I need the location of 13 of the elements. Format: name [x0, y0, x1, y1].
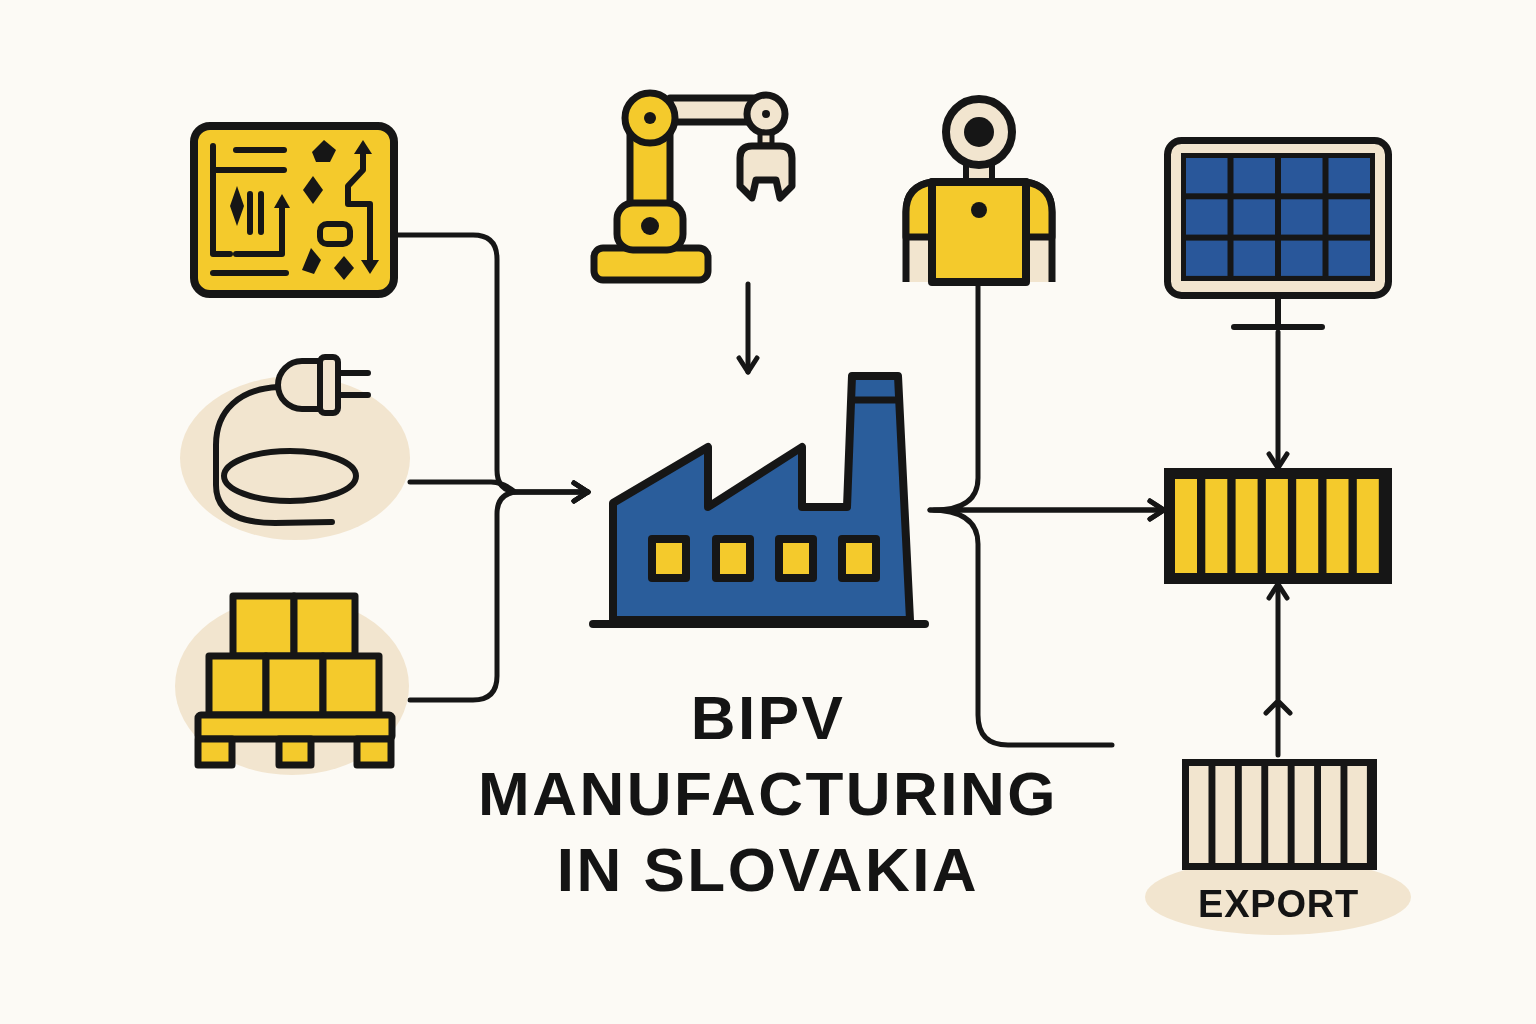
circuit-board-picture	[190, 122, 398, 298]
solar-panel-picture	[1164, 137, 1392, 332]
robot-arm-picture	[590, 90, 796, 284]
worker-picture	[902, 94, 1056, 286]
plug-cable-picture	[180, 355, 410, 540]
arrow	[407, 480, 591, 703]
connector-line	[927, 507, 1115, 748]
diagram-title: BIPV MANUFACTURING IN SLOVAKIA	[477, 682, 1059, 906]
node-label: EXPORT	[1198, 885, 1359, 923]
factory-picture	[588, 372, 930, 630]
arrow	[736, 281, 760, 375]
pallet-boxes-picture	[175, 590, 410, 775]
striped-panel-picture	[1164, 468, 1392, 584]
